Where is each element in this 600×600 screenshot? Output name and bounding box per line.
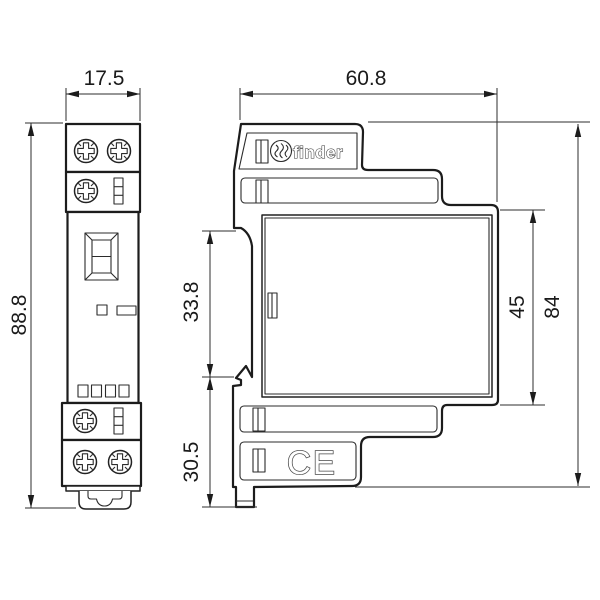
front-view xyxy=(60,122,143,510)
indicator-window-wide xyxy=(116,305,137,316)
screw-mid xyxy=(73,178,99,204)
brand-label: finder xyxy=(293,143,343,162)
front-bottom-strip xyxy=(65,485,141,492)
dim-front-width: 17.5 xyxy=(65,67,141,121)
screw-bottom-left xyxy=(72,449,98,475)
dim-front-height-label: 88.8 xyxy=(8,295,31,336)
finder-logo xyxy=(269,139,293,163)
dim-front-height: 88.8 xyxy=(8,122,76,509)
dim-lower-section-label: 30.5 xyxy=(180,442,203,483)
terminal-slot-upper xyxy=(113,177,124,205)
band2-slot xyxy=(255,179,269,204)
dim-upper-section-label: 33.8 xyxy=(180,282,203,323)
dim-front-width-label: 17.5 xyxy=(84,67,125,90)
dim-body-height: 84 xyxy=(355,121,590,488)
band3-slot xyxy=(252,407,266,432)
screw-low-1 xyxy=(72,408,98,434)
dim-body-height-label: 84 xyxy=(541,295,564,319)
terminal-slot-lower xyxy=(113,407,124,435)
screw-top-left xyxy=(73,138,99,164)
din-clip xyxy=(78,491,132,510)
dim-lower-section: 30.5 xyxy=(180,377,257,508)
upper-band xyxy=(240,177,439,204)
lower-band-2: CE xyxy=(239,441,357,482)
indicator-window-small xyxy=(96,304,108,316)
dim-panel-height: 45 xyxy=(500,209,545,406)
band1-slot xyxy=(255,139,269,164)
vent-squares xyxy=(77,384,130,398)
brand-band: finder xyxy=(238,132,358,170)
manual-switch xyxy=(84,232,119,281)
dim-side-depth: 60.8 xyxy=(239,67,498,202)
lower-band-1 xyxy=(239,405,438,433)
dim-side-depth-label: 60.8 xyxy=(346,67,387,90)
ce-mark: CE xyxy=(287,444,337,481)
band4-slot xyxy=(252,448,266,473)
screw-top-right xyxy=(106,138,132,164)
screw-bottom-right xyxy=(107,449,133,475)
side-view: finder CE xyxy=(231,122,500,509)
front-panel xyxy=(261,214,493,398)
dim-panel-height-label: 45 xyxy=(506,295,529,318)
dim-upper-section: 33.8 xyxy=(180,230,236,378)
